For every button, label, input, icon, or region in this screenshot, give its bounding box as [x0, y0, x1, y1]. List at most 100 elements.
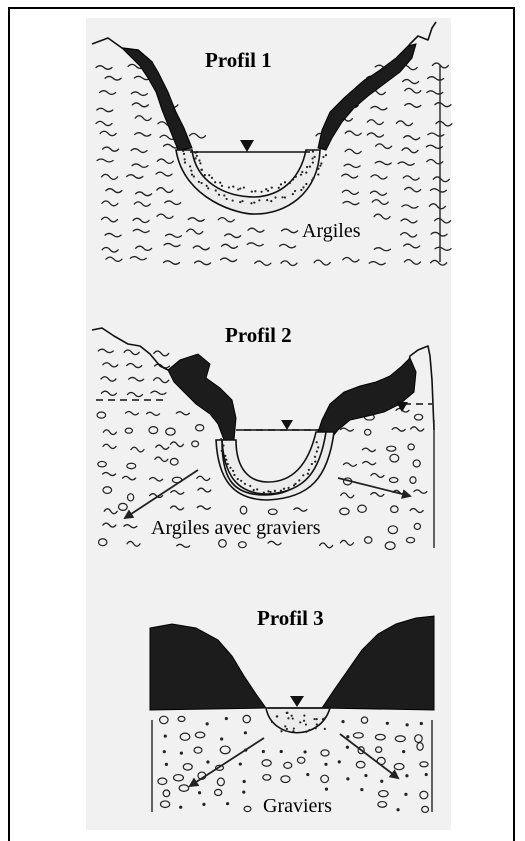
gravel-dot	[284, 196, 286, 198]
clay-wave-mark	[96, 66, 112, 70]
gravel-dot	[263, 491, 265, 493]
gravel-pebble	[394, 763, 404, 769]
gravel-dot	[262, 750, 265, 753]
clay-wave-mark	[404, 260, 420, 265]
gravel-dot	[322, 156, 324, 158]
gravel-pebble	[413, 460, 420, 467]
gravel-dot	[324, 763, 327, 766]
clay-wave-mark	[367, 120, 383, 125]
gravel-dot	[265, 188, 267, 190]
gravel-pebble	[183, 764, 192, 771]
gravel-pebble	[163, 790, 170, 797]
gravel-pebble	[263, 775, 271, 781]
gravel-dot	[292, 717, 294, 719]
clay-wave-mark	[164, 243, 180, 246]
gravel-pebble	[160, 716, 168, 724]
gravel-pebble	[365, 429, 371, 435]
clay-wave-mark	[369, 262, 385, 265]
clay-wave-mark	[171, 442, 184, 447]
gravel-dot	[271, 721, 273, 723]
gravel-dot	[286, 728, 288, 730]
clay-wave-mark	[405, 104, 421, 108]
gravel-dot	[224, 455, 226, 457]
gravel-pebble	[118, 503, 127, 510]
clay-wave-mark	[367, 133, 383, 137]
clay-wave-mark	[392, 428, 405, 432]
gravel-dot	[223, 194, 225, 196]
clay-wave-mark	[101, 217, 117, 222]
clay-wave-mark	[125, 412, 138, 415]
gravel-pebble	[415, 735, 422, 743]
water-level-marker-icon	[281, 420, 293, 430]
gravel-dot	[208, 174, 210, 176]
gravel-dot	[386, 722, 389, 725]
gravel-dot	[312, 150, 314, 152]
clay-wave-mark	[127, 175, 143, 179]
clay-wave-mark	[342, 190, 358, 194]
gravel-dot	[233, 474, 235, 476]
clay-wave-mark	[433, 177, 449, 182]
gravel-dot	[198, 791, 201, 794]
clay-wave-mark	[147, 412, 160, 415]
clay-wave-mark	[345, 131, 361, 135]
clay-wave-mark	[98, 349, 113, 352]
clay-wave-mark	[164, 261, 180, 264]
clay-wave-mark	[401, 219, 417, 223]
gravel-dot	[292, 730, 294, 732]
gravel-pebble	[420, 762, 428, 767]
clay-wave-mark	[362, 448, 375, 452]
alluvial-fill	[266, 708, 330, 733]
gravel-dot	[198, 159, 200, 161]
gravel-dot	[314, 156, 316, 158]
gravel-dot	[218, 194, 220, 196]
clay-wave-mark	[133, 229, 149, 232]
gravel-dot	[346, 746, 349, 749]
gravel-pebble	[103, 487, 112, 494]
gravel-dot	[241, 200, 243, 202]
gravel-dot	[182, 150, 184, 152]
gravel-pebble	[376, 747, 382, 753]
clay-wave-mark	[221, 244, 237, 248]
gravel-dot	[184, 161, 186, 163]
clay-wave-mark	[371, 474, 384, 478]
gravel-dot	[346, 735, 349, 738]
gravel-dot	[261, 191, 263, 193]
clay-wave-mark	[248, 228, 264, 232]
gravel-dot	[301, 171, 303, 173]
gravel-pebble	[422, 806, 429, 812]
clay-wave-mark	[154, 351, 169, 356]
clay-wave-mark	[132, 103, 148, 107]
clay-wave-mark	[429, 204, 445, 209]
clay-wave-mark	[343, 463, 356, 466]
clay-wave-mark	[165, 234, 181, 237]
gravel-dot	[179, 806, 182, 809]
gravel-dot	[306, 166, 308, 168]
clay-wave-mark	[320, 543, 333, 548]
gravel-dot	[308, 469, 310, 471]
gravel-dot	[220, 737, 223, 740]
gravel-dot	[243, 780, 246, 783]
gravel-dot	[311, 157, 313, 159]
gravel-pebble	[180, 733, 190, 740]
gravel-dot	[325, 788, 328, 791]
clay-wave-mark	[410, 508, 423, 512]
clay-wave-mark	[396, 121, 412, 126]
gravel-dot	[294, 190, 296, 192]
gravel-pebble	[192, 441, 199, 447]
profile-3-title: Profil 3	[257, 606, 324, 630]
gravel-dot	[244, 731, 247, 734]
clay-wave-mark	[404, 244, 420, 248]
gravel-pebble	[395, 736, 405, 742]
gravel-pebble	[215, 789, 222, 795]
clay-wave-mark	[414, 490, 427, 493]
clay-wave-mark	[101, 391, 116, 395]
gravel-dot	[316, 718, 318, 720]
gravel-dot	[322, 718, 324, 720]
gravel-dot	[239, 187, 241, 189]
gravel-pebble	[408, 444, 414, 450]
gravel-pebble	[353, 733, 363, 738]
gravel-dot	[305, 723, 307, 725]
clay-wave-mark	[398, 162, 414, 165]
gravel-pebble	[219, 540, 227, 548]
gravel-pebble	[281, 776, 290, 783]
